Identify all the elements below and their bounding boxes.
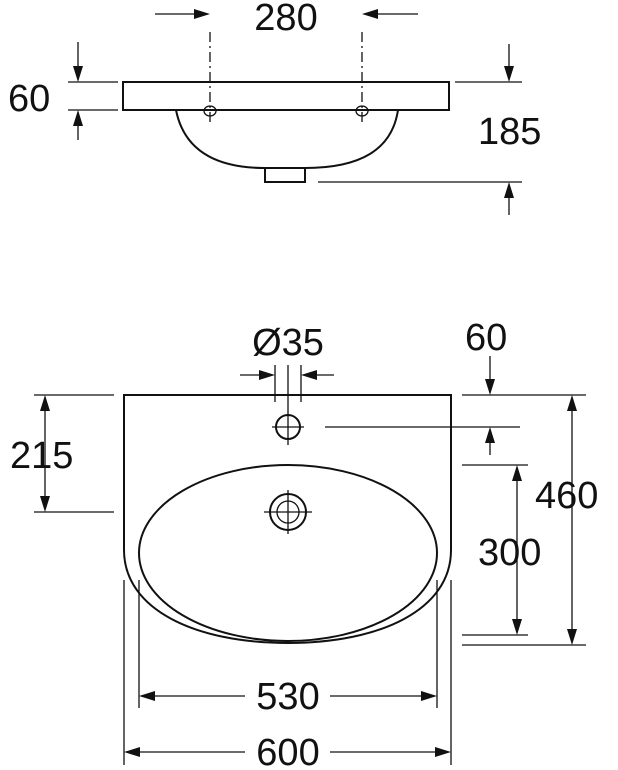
fixing-hole-left [203, 105, 217, 117]
dim-60-rim-label: 60 [8, 78, 50, 120]
dim-300: 300 [462, 464, 541, 636]
dim-60-tap-label: 60 [465, 317, 507, 359]
side-view: 280 60 185 [8, 0, 541, 215]
fixing-hole-right [355, 105, 369, 117]
top-view: Ø35 215 60 300 [10, 317, 598, 770]
dim-600: 600 [123, 580, 452, 770]
dim-600-label: 600 [256, 732, 319, 770]
dim-280-label: 280 [254, 0, 317, 39]
basin-bowl-outline [138, 464, 438, 642]
dim-530-label: 530 [256, 676, 319, 718]
dim-60-tap: 60 [325, 317, 586, 455]
side-waste-outlet [264, 168, 306, 183]
side-bowl-outline [175, 109, 399, 169]
dim-diameter-35-label: Ø35 [252, 322, 324, 364]
dim-530: 530 [138, 580, 438, 718]
dim-280: 280 [155, 0, 418, 39]
dim-460-label: 460 [535, 475, 598, 517]
basin-outer-outline [123, 394, 452, 645]
dim-215: 215 [10, 394, 114, 513]
dim-diameter-35: Ø35 [240, 322, 334, 380]
dim-460: 460 [462, 395, 598, 646]
side-rim-outline [122, 81, 450, 111]
dim-300-label: 300 [478, 532, 541, 574]
dim-60-rim: 60 [8, 42, 118, 140]
dim-185: 185 [318, 44, 541, 215]
dim-185-label: 185 [478, 111, 541, 153]
dim-215-label: 215 [10, 435, 73, 477]
